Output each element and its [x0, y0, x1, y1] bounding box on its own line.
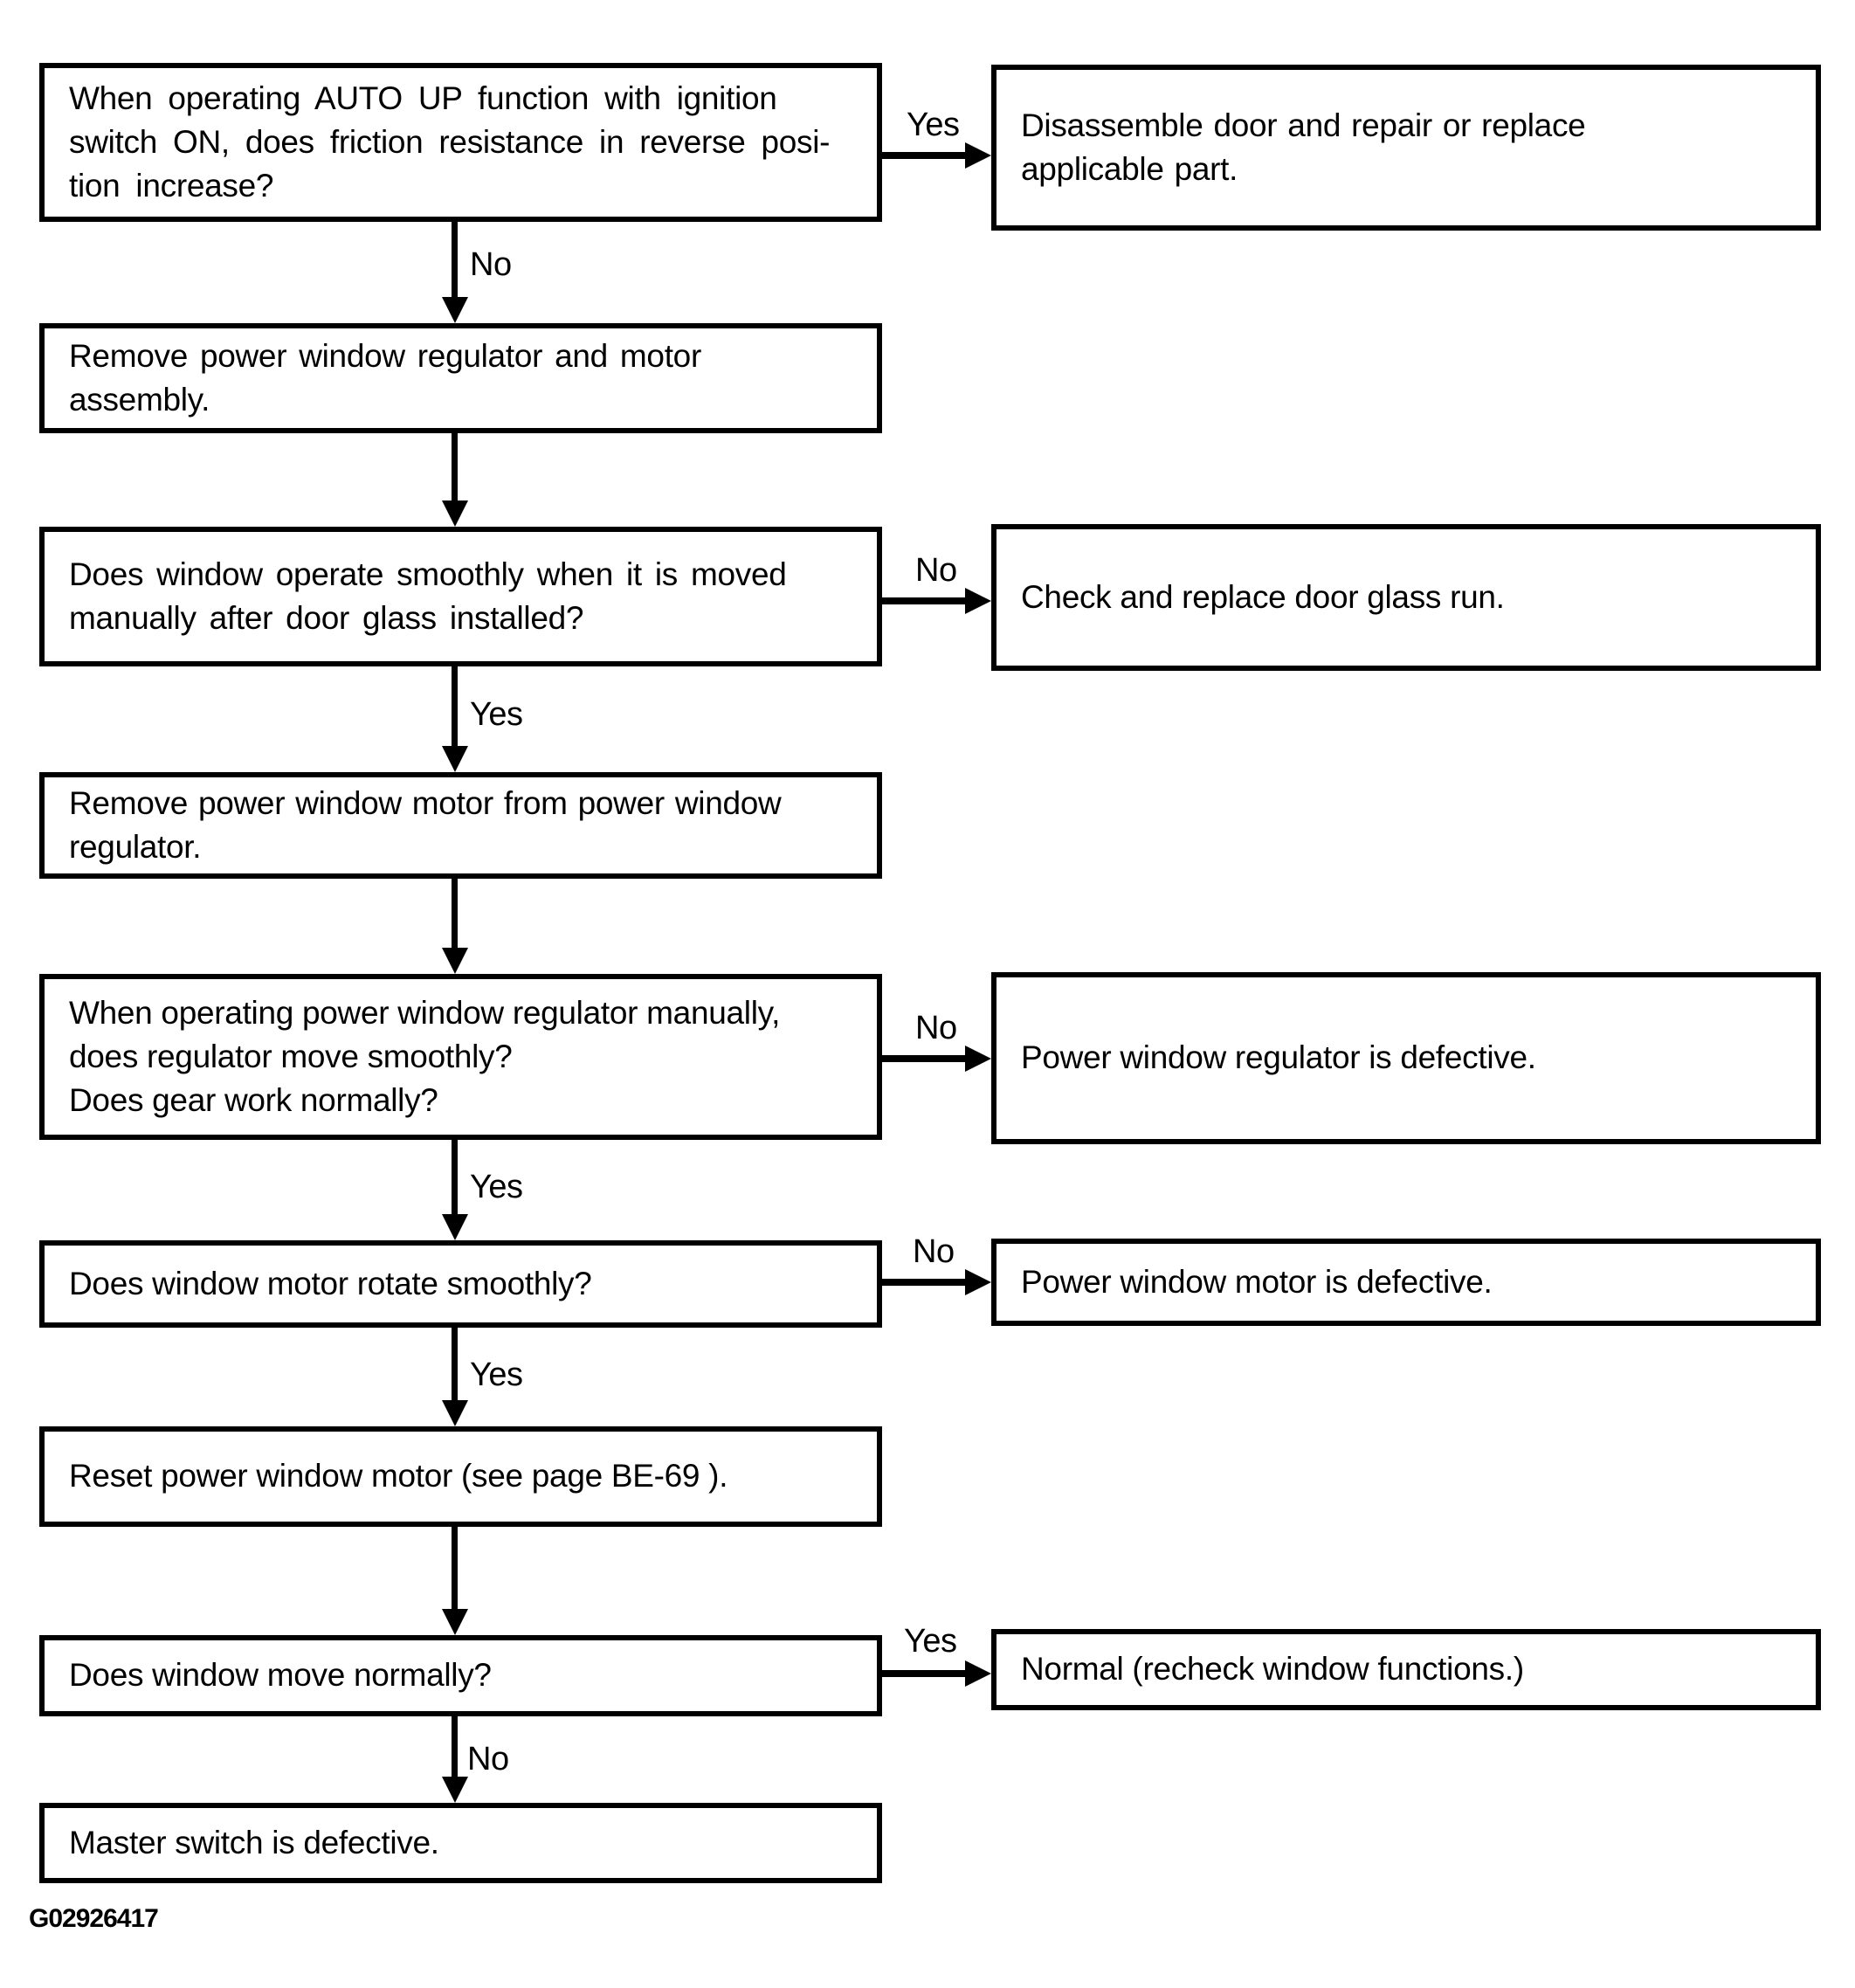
arrow-right-3-head-icon — [965, 1046, 991, 1072]
edge-label-yes-3: Yes — [470, 1169, 523, 1205]
arrow-right-2-line — [882, 597, 965, 604]
edge-label-no-3: No — [915, 1010, 957, 1046]
arrow-right-2-head-icon — [965, 588, 991, 614]
arrow-right-1-line — [882, 152, 965, 159]
flow-question-auto-up-friction: When operating AUTO UP function with ign… — [39, 63, 882, 222]
arrow-down-4-line — [452, 879, 458, 948]
figure-id: G02926417 — [29, 1904, 159, 1933]
arrow-down-8-head-icon — [442, 1777, 468, 1803]
flow-result-regulator-defective: Power window regulator is defective. — [991, 972, 1821, 1144]
arrow-down-3-head-icon — [442, 746, 468, 772]
edge-label-no-5: No — [467, 1741, 509, 1777]
arrow-down-5-head-icon — [442, 1214, 468, 1240]
flow-question-window-smooth-manual: Does window operate smoothly when it is … — [39, 527, 882, 666]
edge-label-no-4: No — [913, 1233, 955, 1270]
flow-action-check-glass-run: Check and replace door glass run. — [991, 524, 1821, 671]
arrow-down-1-head-icon — [442, 297, 468, 323]
arrow-right-4-line — [882, 1279, 965, 1286]
arrow-down-5-line — [452, 1140, 458, 1214]
flow-question-window-moves-normally: Does window move normally? — [39, 1635, 882, 1716]
flow-result-master-switch-defective: Master switch is defective. — [39, 1803, 882, 1883]
arrow-down-7-line — [452, 1527, 458, 1609]
arrow-down-4-head-icon — [442, 948, 468, 974]
arrow-right-3-line — [882, 1055, 965, 1062]
flow-step-remove-motor-from-regulator: Remove power window motor from power win… — [39, 772, 882, 879]
edge-label-yes-1: Yes — [907, 107, 960, 143]
flow-action-disassemble-door: Disassemble door and repair or replace a… — [991, 65, 1821, 231]
arrow-right-5-line — [882, 1670, 965, 1677]
arrow-right-1-head-icon — [965, 142, 991, 169]
arrow-right-5-head-icon — [965, 1660, 991, 1687]
flow-result-motor-defective: Power window motor is defective. — [991, 1239, 1821, 1326]
arrow-down-2-head-icon — [442, 500, 468, 527]
edge-label-yes-4: Yes — [470, 1356, 523, 1393]
arrow-down-3-line — [452, 666, 458, 746]
arrow-right-4-head-icon — [965, 1269, 991, 1295]
edge-label-yes-2: Yes — [470, 696, 523, 733]
arrow-down-6-head-icon — [442, 1400, 468, 1426]
edge-label-no-2: No — [915, 552, 957, 589]
flow-step-reset-motor: Reset power window motor (see page BE-69… — [39, 1426, 882, 1527]
flow-question-regulator-moves-smoothly: When operating power window regulator ma… — [39, 974, 882, 1140]
flow-step-remove-regulator-motor-assembly: Remove power window regulator and motor … — [39, 323, 882, 433]
arrow-down-6-line — [452, 1328, 458, 1400]
arrow-down-7-head-icon — [442, 1609, 468, 1635]
edge-label-no-1: No — [470, 246, 512, 283]
arrow-down-1-line — [452, 222, 458, 297]
arrow-down-8-line — [452, 1716, 458, 1777]
flow-question-motor-rotates-smoothly: Does window motor rotate smoothly? — [39, 1240, 882, 1328]
edge-label-yes-5: Yes — [904, 1623, 957, 1660]
flow-result-normal: Normal (recheck window functions.) — [991, 1629, 1821, 1710]
arrow-down-2-line — [452, 433, 458, 500]
